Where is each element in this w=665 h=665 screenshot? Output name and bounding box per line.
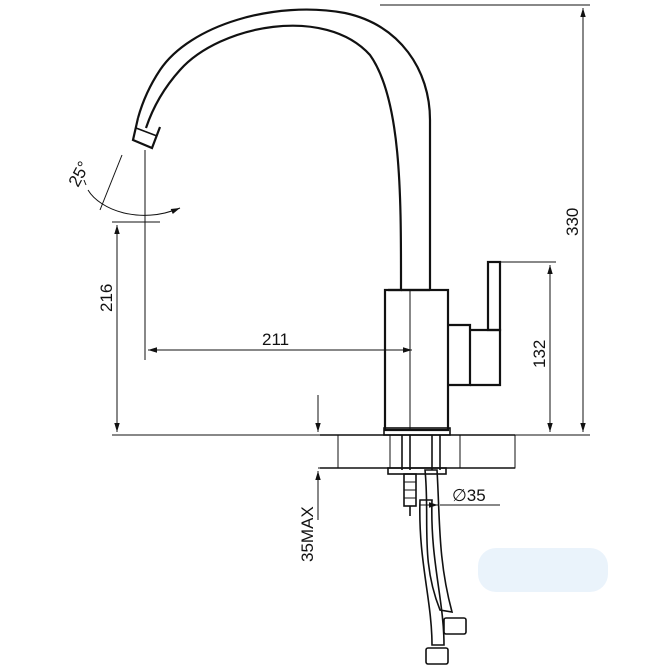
mounting-hardware: [387, 435, 467, 665]
dimension-lines: [83, 4, 590, 520]
faucet-body: [131, 8, 502, 436]
spout-height-label: 216: [97, 284, 116, 312]
total-height-label: 330: [563, 208, 582, 236]
counter-thickness-label: 35MAX: [298, 506, 317, 562]
handle-height-label: 132: [530, 340, 549, 368]
countertop: [320, 434, 516, 469]
spout-reach-label: 211: [262, 330, 289, 349]
thread-diameter-label: ∅35: [452, 486, 486, 505]
angle-label: 25°: [65, 158, 94, 190]
watermark-shape: [478, 548, 608, 592]
